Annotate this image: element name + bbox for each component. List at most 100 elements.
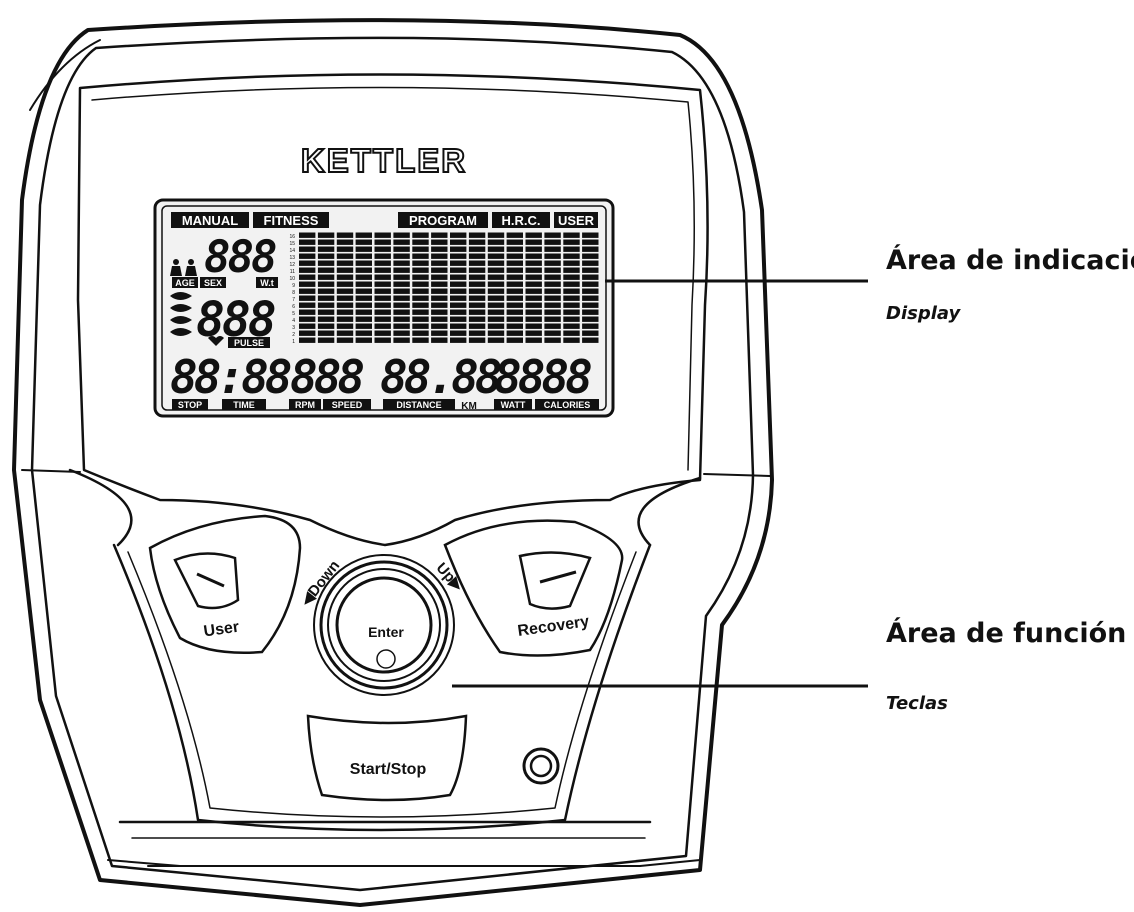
bar-scale-tick: 9 [292,283,295,289]
bar-segment [412,295,429,301]
bar-segment [374,295,391,301]
bar-segment [355,253,372,259]
user-button[interactable]: User [148,514,302,654]
label-weight: W.t [260,278,274,288]
bar-segment [431,232,448,238]
bar-segment [317,316,335,322]
function-callout-title: Área de función [886,618,1127,649]
bar-segment [317,323,335,329]
bar-segment [374,274,391,280]
bar-segment [299,288,316,294]
bar-segment [468,309,486,315]
bar-segment [355,316,372,322]
bar-segment [393,267,410,273]
bar-segment [355,302,372,308]
bar-segment [582,330,599,336]
enter-button[interactable] [335,576,433,674]
bar-segment [506,309,523,315]
bar-scale-tick: 10 [289,276,295,282]
bar-segment [317,274,335,280]
bar-segment [563,232,580,238]
bar-segment [317,330,335,336]
bar-segment [431,337,448,343]
bar-segment [431,316,448,322]
bar-segment [525,316,542,322]
bar-segment [431,302,448,308]
enter-led-icon [376,649,396,669]
bar-segment [563,316,580,322]
bar-segment [487,281,505,287]
start-stop-button[interactable]: Start/Stop [306,714,468,802]
bar-segment [374,316,391,322]
label-distance: DISTANCE [396,400,441,410]
bar-segment [393,295,410,301]
mode-labels-left: MANUAL FITNESS [171,212,329,228]
bar-segment [525,323,542,329]
bar-segment [544,260,561,266]
mode-label-program: PROGRAM [409,213,477,228]
bar-segment [431,260,448,266]
recovery-button[interactable]: Recovery [443,519,624,657]
bar-segment [431,246,448,252]
bar-segment [393,288,410,294]
bar-segment [450,337,467,343]
bar-segment [525,253,542,259]
bar-segment [355,274,372,280]
bar-segment [355,281,372,287]
bar-segment [563,288,580,294]
bar-segment [393,330,410,336]
bar-segment [412,316,429,322]
bar-segment [317,246,335,252]
bar-segment [336,323,354,329]
bar-segment [487,295,505,301]
bar-segment [355,330,372,336]
enter-dial[interactable]: Enter ◀Down Up▶ [297,554,467,696]
bar-segment [544,232,561,238]
console-housing [12,18,774,907]
bar-segment [544,302,561,308]
bar-segment [506,316,523,322]
bar-segment [336,267,354,273]
bar-scale-tick: 1 [292,339,295,345]
user-button-label: User [203,619,241,641]
bar-scale-tick: 14 [289,248,295,254]
bar-segment [525,337,542,343]
bar-segment [468,260,486,266]
bar-segment [563,295,580,301]
bar-segment [563,337,580,343]
bar-segment [431,288,448,294]
bar-scale-tick: 13 [289,255,295,261]
bar-segment [582,309,599,315]
bar-segment [317,239,335,245]
bar-segment [487,302,505,308]
bar-segment [468,239,486,245]
enter-button-label: Enter [368,624,404,640]
bar-segment [468,295,486,301]
bar-segment [299,239,316,245]
mode-labels-right: PROGRAM H.R.C. USER [398,212,598,228]
bar-segment [582,337,599,343]
bar-segment [506,267,523,273]
bar-segment [506,323,523,329]
bar-scale-tick: 15 [289,241,295,247]
bar-segment [317,232,335,238]
bar-segment [393,239,410,245]
bar-scale-tick: 6 [292,304,295,310]
bar-segment [336,309,354,315]
bar-segment [393,246,410,252]
bar-segment [582,323,599,329]
bar-segment [468,330,486,336]
bar-segment [450,323,467,329]
bar-segment [563,309,580,315]
bar-segment [450,309,467,315]
bar-segment [544,253,561,259]
bar-segment [525,260,542,266]
bar-segment [582,260,599,266]
time-readout: 88:88 [170,350,291,404]
bar-segment [299,267,316,273]
bar-segment [544,295,561,301]
bar-segment [450,302,467,308]
bar-segment [336,288,354,294]
bar-segment [299,232,316,238]
